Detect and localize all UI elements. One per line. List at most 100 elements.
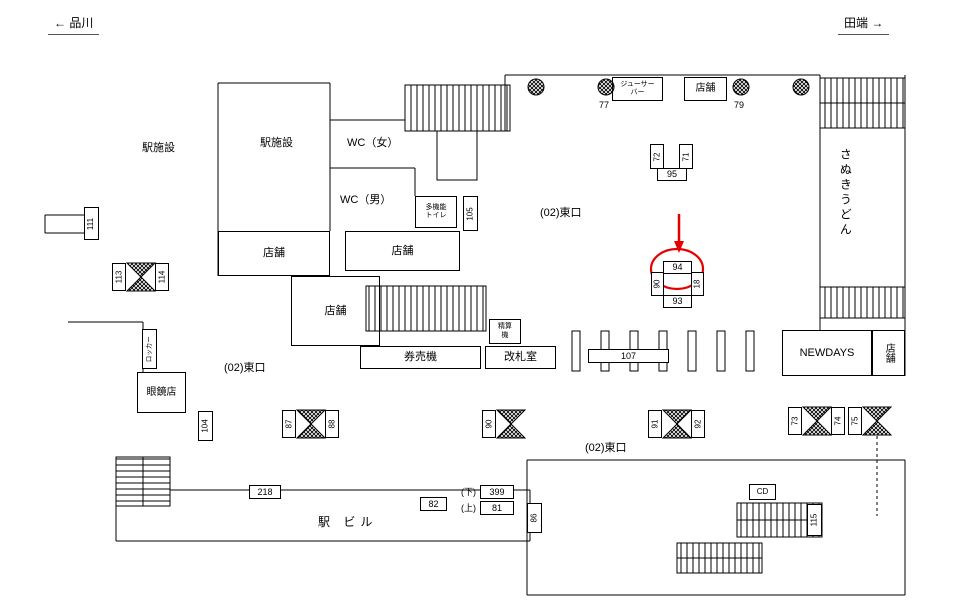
direction-shinagawa: ← 品川: [48, 14, 100, 35]
multifunction-label-1: 多機能: [425, 203, 447, 211]
position-81-label: 81: [491, 502, 502, 513]
stairs-right-bottom: [819, 286, 906, 319]
fare-adjustment-machine: 精算 機: [489, 319, 521, 344]
sanuki-udon-label: さぬきうどん: [838, 148, 853, 238]
position-71-label: 71: [681, 152, 690, 161]
position-74: 74: [831, 407, 845, 435]
gate-office-room: 改札室: [485, 346, 556, 369]
shop-a: 店舗: [218, 231, 330, 276]
position-88-label: 88: [327, 419, 336, 429]
stairs-mid: [365, 285, 487, 332]
pillar-icon: [792, 78, 810, 96]
sign-icon-91-92: [661, 409, 693, 439]
position-73-label: 73: [790, 416, 799, 426]
position-107-label: 107: [620, 350, 637, 361]
cd-machine: CD: [749, 484, 776, 500]
sign-icon-87-88: [295, 409, 327, 439]
walls: [44, 74, 906, 596]
position-71: 71: [679, 144, 693, 169]
highlight-marker: [649, 214, 705, 291]
east-exit-left-label: (02)東口: [224, 362, 266, 374]
wc-women-label: WC（女）: [347, 137, 399, 149]
position-111-label: 111: [86, 217, 96, 230]
juicer-bar: ジューサー バー: [612, 77, 663, 101]
position-90: 90: [482, 410, 496, 438]
station-facility-left-label: 駅施設: [142, 142, 175, 154]
direction-tabata-label: 田端: [844, 16, 869, 30]
position-95: 95: [657, 168, 687, 181]
right-arrow-icon: →: [871, 16, 884, 30]
position-91: 91: [648, 410, 662, 438]
pillar-icon-79: [732, 78, 750, 96]
multifunction-toilet: 多機能 トイレ: [415, 196, 457, 228]
position-91-label: 91: [650, 419, 659, 429]
station-facility-mid-label: 駅施設: [260, 137, 293, 149]
shop-a-label: 店舗: [263, 247, 285, 260]
position-73: 73: [788, 407, 802, 435]
wc-men-label: WC（男）: [340, 194, 392, 206]
position-79-label: 79: [734, 100, 745, 110]
station-building-label: 駅 ビル: [318, 515, 378, 529]
juicer-bar-label-2: バー: [630, 89, 645, 96]
pillar-icon-77: [597, 78, 615, 96]
position-82-label: 82: [428, 498, 439, 509]
pillar-icon: [527, 78, 545, 96]
newdays-label: NEWDAYS: [799, 346, 855, 359]
multifunction-label-2: トイレ: [425, 212, 447, 219]
position-77-label: 77: [599, 100, 610, 110]
position-218-label: 218: [257, 486, 273, 497]
position-399-label: 399: [489, 486, 505, 497]
sign-icon-90: [495, 409, 527, 439]
position-92-label: 92: [693, 419, 702, 429]
position-72-label: 72: [652, 152, 661, 161]
position-105: 105: [463, 196, 478, 231]
position-113: 113: [112, 263, 126, 291]
locker-label: ロッカー: [145, 336, 153, 362]
stairs: [115, 77, 906, 574]
position-90-label: 90: [484, 419, 493, 429]
position-87: 87: [282, 410, 296, 438]
cd-label: CD: [756, 487, 769, 497]
position-87-label: 87: [284, 419, 293, 429]
sign-icon-73-74: [801, 406, 833, 436]
position-74-label: 74: [833, 416, 842, 426]
ticket-machines-room: 券売機: [360, 346, 481, 369]
down-label: (下): [461, 487, 476, 497]
position-18-side: 18: [691, 272, 704, 296]
left-arrow-icon: ←: [54, 16, 66, 30]
position-114: 114: [155, 263, 169, 291]
position-218: 218: [249, 485, 281, 499]
direction-shinagawa-label: 品川: [69, 16, 94, 30]
position-72: 72: [650, 144, 664, 169]
position-81: 81: [480, 501, 514, 515]
position-104: 104: [198, 411, 213, 441]
shop-right: 店舗: [872, 330, 905, 376]
position-399: 399: [480, 485, 514, 499]
position-90-side: 90: [651, 272, 664, 296]
juicer-bar-label-1: ジューサー: [620, 80, 655, 88]
position-113-label: 113: [114, 270, 124, 284]
position-105-label: 105: [465, 206, 475, 221]
stairs-landing: [436, 130, 478, 181]
sign-icon-113-114: [125, 262, 157, 292]
position-115: 115: [807, 504, 822, 536]
ticket-machines-label: 券売機: [404, 351, 437, 364]
fare-adjust-label-2: 機: [501, 331, 509, 339]
position-111: 111: [84, 207, 99, 240]
position-86-label: 86: [529, 513, 539, 523]
position-75-label: 75: [850, 416, 859, 426]
stairs-top-center: [404, 84, 511, 132]
position-86: 86: [527, 503, 542, 533]
position-88: 88: [325, 410, 339, 438]
position-104-label: 104: [200, 419, 210, 433]
fare-adjust-label-1: 精算: [498, 323, 512, 331]
shop-b-label: 店舗: [391, 244, 414, 257]
position-92: 92: [691, 410, 705, 438]
position-114-label: 114: [157, 270, 167, 284]
sign-icon-75: [861, 406, 893, 436]
locker: ロッカー: [142, 329, 157, 369]
pillar-icons: [527, 78, 810, 96]
glasses-shop: 眼鏡店: [137, 372, 186, 413]
position-95-label: 95: [666, 169, 677, 179]
